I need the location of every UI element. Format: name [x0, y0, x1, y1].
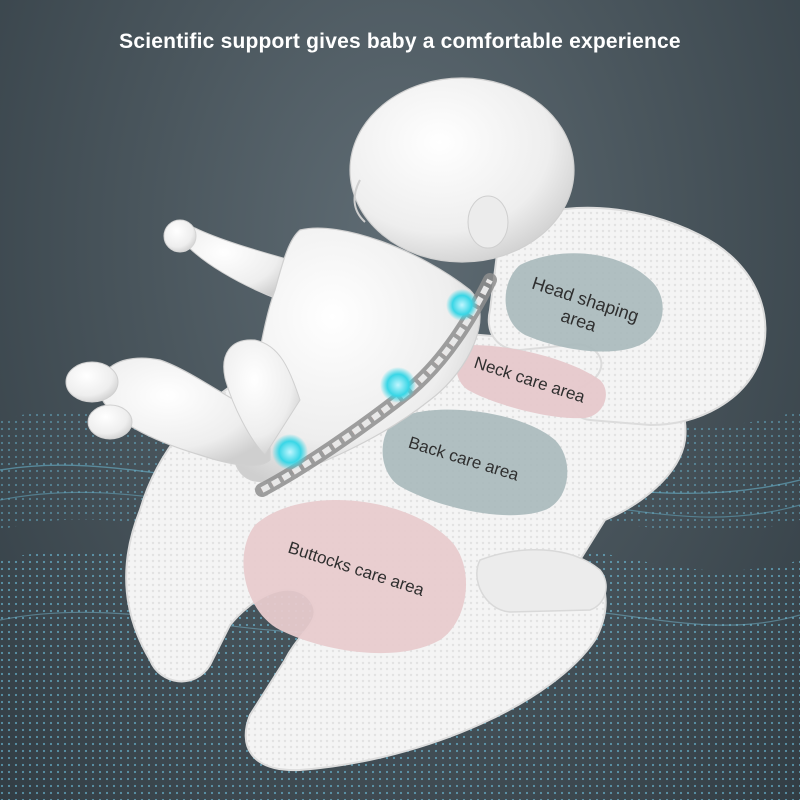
head-zone: [505, 253, 663, 352]
spine-illustration: [255, 273, 497, 497]
neck-zone: [456, 345, 606, 419]
headline: Scientific support gives baby a comforta…: [119, 30, 681, 53]
buttocks-zone: [243, 499, 467, 654]
back-zone: [382, 409, 568, 516]
baby-figure: [65, 77, 575, 482]
